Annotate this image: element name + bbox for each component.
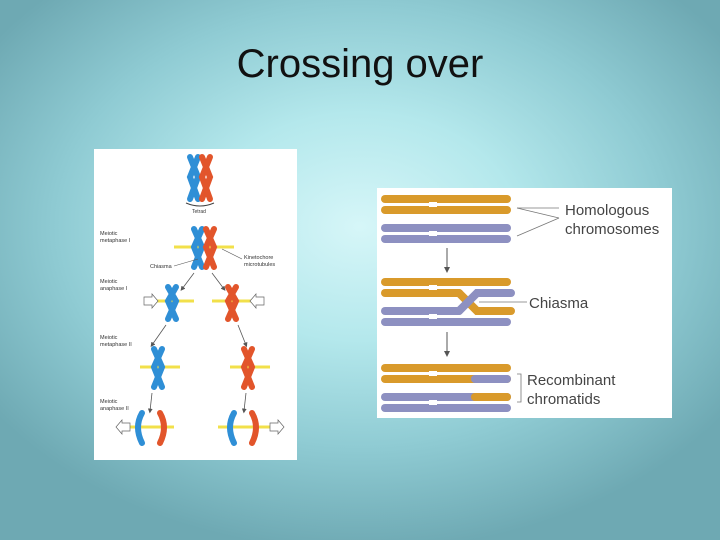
anaphase1-label-line1: Meiotic (100, 279, 118, 285)
kinetochore-label-line2: microtubules (244, 262, 275, 268)
homologous-pair (381, 195, 511, 243)
crossover-diagram: Homologous chromosomes Chiasma (381, 195, 659, 412)
chiasma-pair (381, 278, 515, 326)
anaphase2-label-line2: anaphase II (100, 406, 129, 412)
meiosis-diagram-panel: Tetrad Meiotic metaphase I Chiasma Kinet… (94, 149, 297, 460)
homologous-label-line2: chromosomes (565, 221, 659, 238)
metaphase2-label-line1: Meiotic (100, 335, 118, 341)
meiosis-diagram: Tetrad Meiotic metaphase I Chiasma Kinet… (100, 154, 285, 446)
tetrad-label: Tetrad (192, 209, 206, 215)
slide-title: Crossing over (236, 42, 484, 86)
crossover-diagram-panel: Homologous chromosomes Chiasma (377, 188, 672, 418)
anaphase2-chromatids (124, 410, 270, 446)
recombinant-label-line2: chromatids (527, 391, 600, 408)
anaphase1-chromosomes (154, 284, 252, 322)
recombinant-label-line1: Recombinant (527, 372, 616, 389)
homologous-label-line1: Homologous (565, 202, 649, 219)
metaphase2-chromosomes (140, 346, 270, 390)
left-arrow-icon (143, 293, 159, 309)
right-arrow-icon (269, 419, 285, 435)
tetrad-chromosomes (186, 154, 214, 202)
kinetochore-label-line1: Kinetochore (244, 255, 273, 261)
anaphase1-label-line2: anaphase I (100, 286, 128, 292)
metaphase2-label-line2: metaphase II (100, 342, 132, 348)
metaphase1-label-line1: Meiotic (100, 231, 118, 237)
chiasma-label: Chiasma (150, 264, 173, 270)
tetrad-bracket (185, 202, 215, 207)
metaphase1-chromosomes (174, 226, 234, 270)
recombinant-bracket (517, 373, 522, 403)
metaphase1-label-line2: metaphase I (100, 238, 131, 244)
anaphase2-label-line1: Meiotic (100, 399, 118, 405)
chiasma-label-right: Chiasma (529, 295, 589, 312)
left-arrow-icon (115, 419, 131, 435)
right-arrow-icon (249, 293, 265, 309)
recombinant-pair (381, 364, 511, 412)
